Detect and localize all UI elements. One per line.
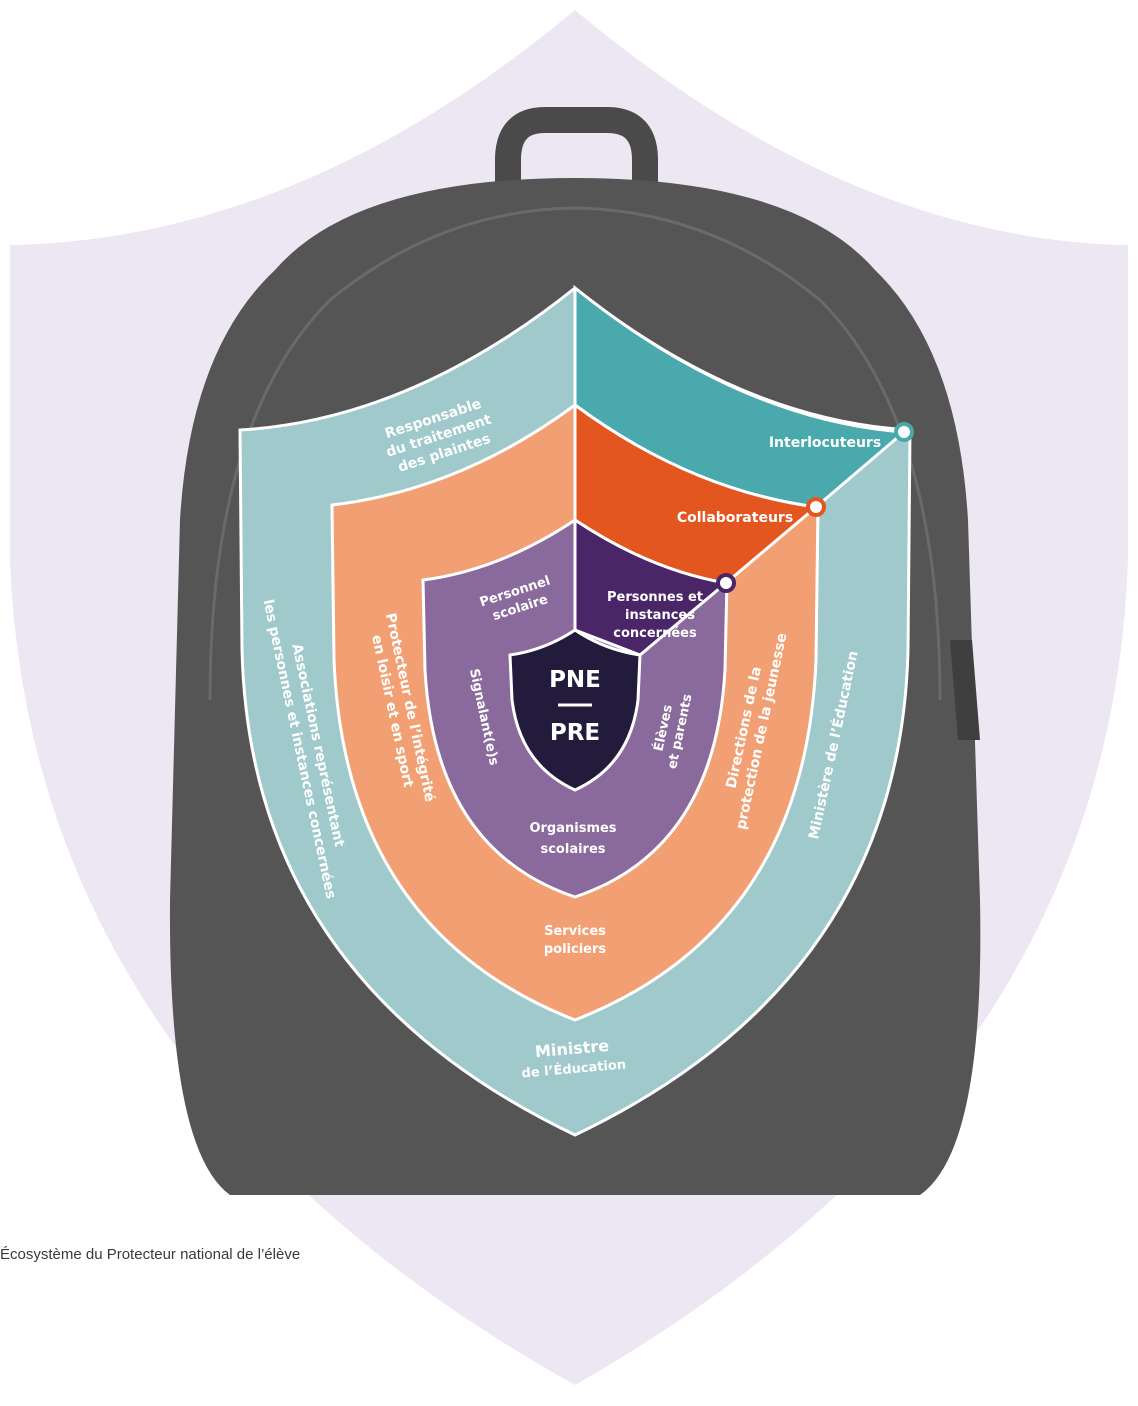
middle-bottom-label: Services policiers: [544, 924, 607, 957]
collaborateurs-label: Collaborateurs: [677, 510, 793, 526]
backpack-seam: [208, 206, 942, 701]
core-label-top: PNE: [549, 667, 601, 693]
svg-text:scolaires: scolaires: [540, 842, 605, 857]
backpack-handle: [495, 107, 658, 195]
collaborateurs-marker: [806, 497, 826, 517]
svg-text:Organismes: Organismes: [529, 821, 616, 836]
interlocuteurs-label: Interlocuteurs: [769, 435, 881, 451]
interlocuteurs-marker: [894, 422, 914, 442]
personnes-label-2: instances: [625, 608, 695, 623]
backpack-zipper-pull: [950, 640, 980, 740]
svg-text:policiers: policiers: [544, 942, 607, 957]
personnes-label-3: concernées: [613, 626, 697, 641]
inner-bottom-label: Organismes scolaires: [529, 821, 616, 857]
personnes-label-1: Personnes et: [607, 590, 703, 605]
personnes-marker: [716, 573, 736, 593]
figure-caption: Écosystème du Protecteur national de l’é…: [0, 1246, 301, 1263]
core-shield: [508, 628, 642, 792]
core-label-bottom: PRE: [550, 720, 600, 746]
svg-text:Services: Services: [544, 924, 606, 939]
